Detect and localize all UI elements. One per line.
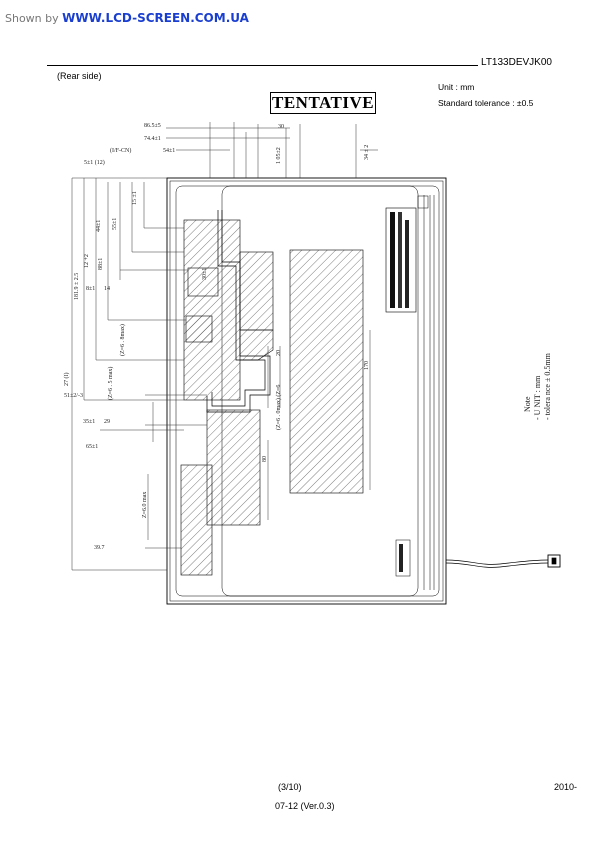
watermark-site: WWW.LCD-SCREEN.COM.UA (62, 11, 249, 25)
fpc-connector-path (206, 210, 271, 413)
dim-label: 12 +2 (84, 254, 90, 268)
backlight-cable (445, 554, 561, 568)
dim-label: (Z=6 . 5 max) (107, 367, 114, 400)
dim-label: 181.9 ± 2.5 (74, 273, 80, 300)
watermark-prefix: Shown by (5, 12, 59, 25)
tolerance-note: Standard tolerance : ±0.5 (438, 98, 534, 108)
dim-label: (I/F-CN) (110, 147, 131, 154)
side-note-tolerance: - tolera nce ± 0.5mm (543, 352, 552, 420)
unit-note: Unit : mm (438, 82, 475, 92)
dim-label: 8±1 (86, 286, 95, 292)
dim-label: 80 (262, 456, 268, 462)
side-note-unit: - U NIT : mm (533, 375, 542, 420)
dim-label: 35±1 (83, 419, 95, 425)
dim-label: 14 (104, 286, 110, 292)
dim-label: 54±1 (163, 148, 175, 154)
dim-label: 34 ± 2 (364, 145, 370, 160)
side-note: Note - U NIT : mm - tolera nce ± 0.5mm (523, 352, 552, 420)
dim-label: 5±1 (12) (84, 159, 105, 166)
product-labels (385, 195, 429, 577)
dim-label: 29 (104, 419, 110, 425)
footer-date-part2: 07-12 (Ver.0.3) (275, 801, 335, 811)
dim-label: 15 ±1 (132, 191, 138, 205)
dimension-labels: 86.5±5 74.4±1 30 (I/F-CN) 54±1 5±1 (12) … (63, 123, 370, 551)
hatched-components (180, 219, 364, 576)
dim-label: 39.7 (94, 545, 105, 551)
dim-label: 55±1 (112, 218, 118, 230)
panel-outline (166, 177, 447, 605)
view-label: (Rear side) (57, 71, 102, 81)
dim-label: 20 (276, 350, 282, 356)
dim-label: (Z=6 . 0max) (Z=6 (275, 385, 282, 430)
watermark: Shown by WWW.LCD-SCREEN.COM.UA (5, 11, 249, 25)
model-number: LT133DEVJK00 (481, 57, 552, 68)
dim-label: 86.5±5 (144, 123, 161, 129)
dimension-lines (71, 122, 378, 571)
dim-label: Z=6.0 max (142, 492, 148, 518)
dim-label: (Z=6 . 8max) (119, 324, 126, 356)
dim-label: 1 05±2 (276, 147, 282, 164)
dim-label: 170 (364, 361, 370, 370)
page-number: (3/10) (278, 782, 302, 792)
dim-label: 74.4±1 (144, 136, 161, 142)
dim-label: 88±1 (98, 258, 104, 270)
side-note-title: Note (523, 396, 532, 412)
header-rule (47, 65, 478, 66)
dim-label: 44±1 (96, 220, 102, 232)
tentative-stamp: TENTATIVE (270, 92, 377, 114)
dim-label: 30±1 (202, 268, 208, 280)
dim-label: 30 (278, 124, 284, 130)
dim-label: 27 (I) (63, 373, 70, 387)
dim-label: 65±1 (86, 444, 98, 450)
footer-date-part1: 2010- (554, 782, 578, 792)
dim-label: 51±2/-3 (64, 393, 83, 399)
